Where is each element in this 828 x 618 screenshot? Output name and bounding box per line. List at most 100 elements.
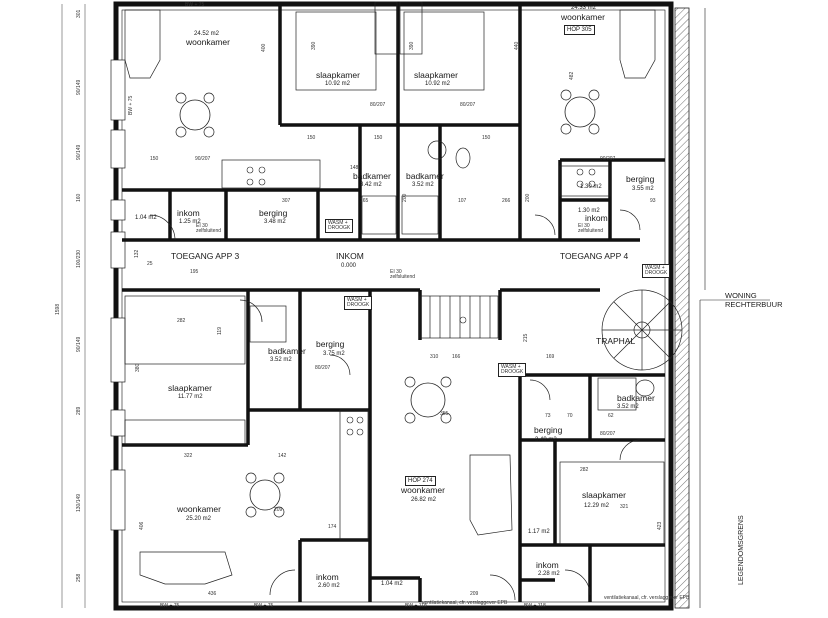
dim-266: 266: [502, 198, 511, 204]
dim-62: 62: [608, 413, 614, 419]
dim-90-207a: 90/207: [195, 156, 211, 162]
room-woonkamer-nw: woonkamer: [186, 37, 230, 47]
room-badkamer-b: badkamer: [406, 171, 444, 181]
room-berging-top: berging: [259, 208, 288, 218]
bw-left: BW + 75: [128, 95, 134, 115]
dim-165: 165: [360, 198, 369, 204]
ei30-top-r: EI 30 zelfsluitend: [578, 223, 604, 234]
bw-top: BW + 75: [185, 2, 205, 8]
dim-209a: 209: [470, 591, 479, 597]
room-woonkamer-ne: woonkamer: [561, 12, 605, 22]
dim-406: 406: [139, 521, 145, 530]
area-berging-ne: 3.55 m2: [632, 186, 654, 192]
dim-150a: 150: [150, 156, 159, 162]
dim-left-6: 289: [76, 406, 82, 415]
dim-282b: 282: [580, 467, 589, 473]
dim-150b: 150: [307, 135, 316, 141]
room-badkamer-se: badkamer: [617, 393, 655, 403]
area-slaapkamer-a: 10.92 m2: [325, 81, 351, 87]
dim-148: 148: [350, 165, 359, 171]
dim-left-2: 90/149: [76, 144, 82, 160]
area-berging-sw: 3.75 m2: [323, 351, 345, 357]
area-woonkamer-ne: 24.33 m2: [571, 5, 597, 11]
area-wc-sw: 1.04 m2: [381, 581, 403, 587]
area-badkamer-sw: 3.52 m2: [270, 357, 292, 363]
dim-400: 400: [261, 43, 267, 52]
room-berging-ne: berging: [626, 174, 655, 184]
area-berging-se: 3.49 m2: [535, 437, 557, 443]
area-badkamer-se: 3.52 m2: [617, 404, 639, 410]
dim-195: 195: [190, 269, 199, 275]
room-slaapkamer-sw: slaapkamer: [168, 383, 212, 393]
dim-209b: 209: [274, 507, 283, 513]
party-wall-hatch: [674, 7, 770, 609]
ei30-top-l: EI 30 zelfsluitend: [196, 223, 222, 234]
dim-310: 310: [430, 354, 439, 360]
dim-80-207c: 80/207: [315, 365, 331, 371]
room-inkom-se: inkom: [536, 560, 559, 570]
room-traphal: TRAPHAL: [596, 336, 636, 346]
neighbour-line1: WONING: [725, 291, 757, 300]
dim-left-4: 100/230: [76, 249, 82, 268]
dim-80-207a: 80/207: [370, 102, 386, 108]
dim-307: 307: [282, 198, 291, 204]
room-berging-se: berging: [534, 425, 563, 435]
room-inkom-top: inkom: [177, 208, 200, 218]
room-woonkamer-sw: woonkamer: [177, 504, 221, 514]
area-badkamer-a: 3.42 m2: [360, 182, 382, 188]
dim-left-5: 90/149: [76, 336, 82, 352]
dim-left-3: 160: [76, 193, 82, 202]
area-berging-top: 3.48 m2: [264, 219, 286, 225]
area-inkom-ne: 1.30 m2: [578, 208, 600, 214]
boundary-label: LEGENDOMSGRENS: [738, 515, 745, 585]
dim-150c: 150: [374, 135, 383, 141]
area-slaapkamer-sw: 11.77 m2: [178, 394, 203, 400]
dim-390a: 390: [311, 41, 317, 50]
room-inkom-sw: inkom: [316, 572, 339, 582]
dim-436: 436: [208, 591, 217, 597]
dim-200b: 200: [402, 193, 408, 202]
left-dimension: [61, 4, 86, 608]
room-badkamer-a: badkamer: [353, 171, 391, 181]
area-wc-top-l: 1.04 m2: [135, 215, 157, 221]
area-woonkamer-c: 26.82 m2: [411, 497, 437, 503]
dim-70: 70: [567, 413, 573, 419]
wash-label-top: WASM + DROOGK: [325, 219, 354, 233]
dim-left-8: 258: [76, 573, 82, 582]
wash-label-ne: WASM + DROOGK: [642, 264, 671, 278]
room-badkamer-sw: badkamer: [268, 346, 306, 356]
neighbour-line2: RECHTERBUUR: [725, 300, 783, 309]
room-slaapkamer-se: slaapkamer: [582, 490, 626, 500]
area-inkom-hall: 0.000: [341, 263, 357, 269]
fixtures: [124, 1, 683, 601]
dim-355: 355: [440, 411, 449, 417]
hop-c: HOP 274: [405, 476, 436, 486]
dim-150d: 150: [482, 135, 491, 141]
dim-390b: 390: [409, 41, 415, 50]
room-berging-sw: berging: [316, 339, 345, 349]
area-slaapkamer-se: 12.29 m2: [584, 503, 610, 509]
cooktops: [246, 166, 596, 436]
room-inkom-ne: inkom: [585, 213, 608, 223]
dim-107: 107: [458, 198, 467, 204]
dim-90-207b: 90/207: [600, 156, 616, 162]
area-woonkamer-nw: 24.52 m2: [194, 31, 220, 37]
chairs: [175, 89, 600, 518]
outer-walls: [113, 1, 674, 611]
bw-bottom-r: BW + 75: [254, 603, 274, 609]
dim-132: 132: [134, 249, 140, 258]
area-badkamer-b: 3.52 m2: [412, 182, 434, 188]
room-toegang4: TOEGANG APP 4: [560, 251, 629, 261]
dim-25: 25: [147, 261, 153, 267]
area-inkom-sw: 2.60 m2: [318, 583, 340, 589]
dim-200a: 200: [525, 193, 531, 202]
dim-380: 380: [135, 363, 141, 372]
dim-423: 423: [657, 521, 663, 530]
dim-left-0: 301: [76, 9, 82, 18]
wash-label-mid: WASM + DROOGK: [344, 296, 373, 310]
dim-174: 174: [328, 524, 337, 530]
room-slaapkamer-a: slaapkamer: [316, 70, 360, 80]
tables: [179, 96, 596, 511]
area-wc-se: 1.17 m2: [528, 529, 550, 535]
area-woonkamer-sw: 25.20 m2: [186, 516, 212, 522]
